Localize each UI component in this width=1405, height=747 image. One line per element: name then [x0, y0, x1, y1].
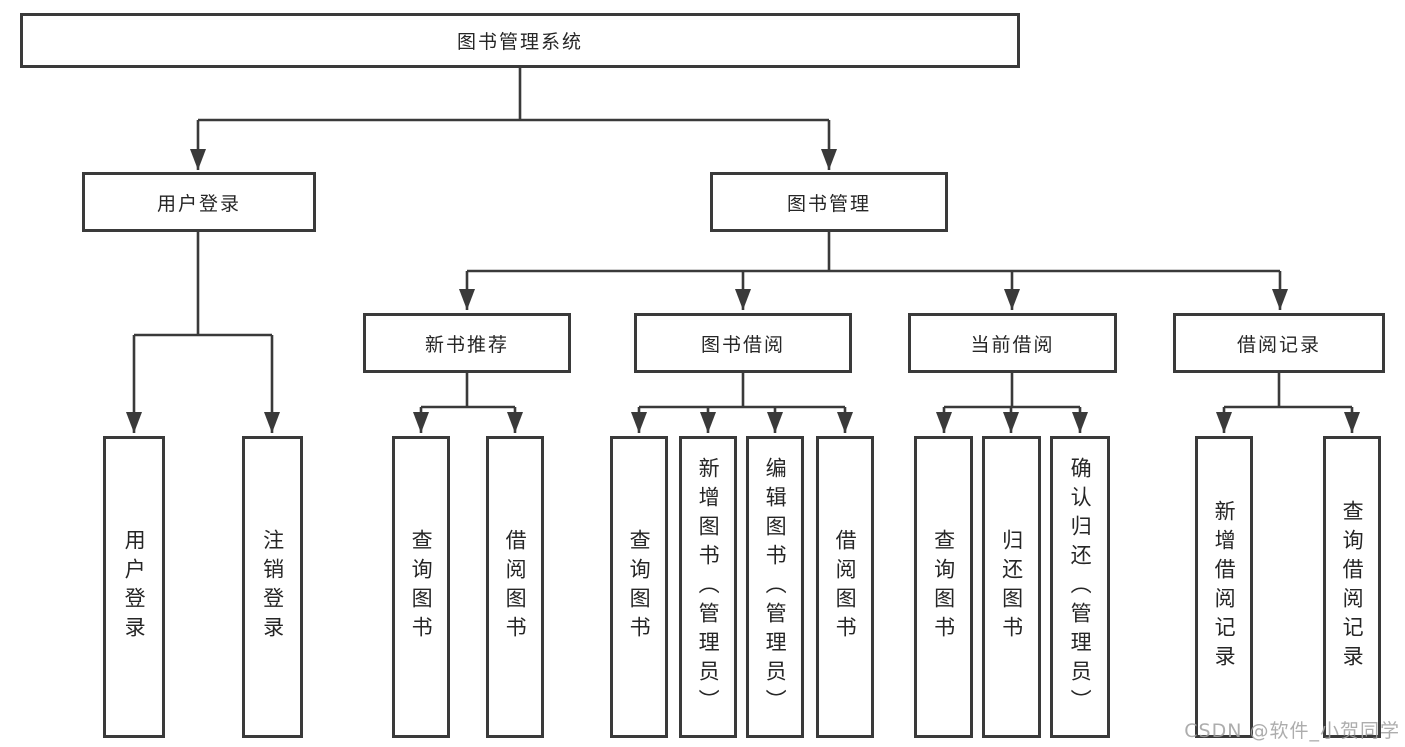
node-user-login-module: 用户登录 — [82, 172, 316, 232]
node-leaf-user-login: 用户登录 — [103, 436, 165, 738]
node-leaf-borrow-books-1: 借阅图书 — [486, 436, 544, 738]
node-leaf-query-books-1: 查询图书 — [392, 436, 450, 738]
node-leaf-query-books-2: 查询图书 — [610, 436, 668, 738]
node-label: 图书借阅 — [700, 333, 785, 356]
node-book-management-module: 图书管理 — [710, 172, 948, 232]
csdn-watermark: CSDN @软件_小贺同学 — [1184, 720, 1400, 742]
node-label: 查询图书 — [931, 529, 956, 645]
node-label: 查询借阅记录 — [1340, 500, 1365, 674]
node-label: 查询图书 — [409, 529, 434, 645]
node-library-management-system: 图书管理系统 — [20, 13, 1020, 68]
node-leaf-add-borrow-record: 新增借阅记录 — [1195, 436, 1253, 738]
node-label: 借阅图书 — [503, 529, 528, 645]
node-label: 归还图书 — [999, 529, 1024, 645]
node-label: 新书推荐 — [424, 333, 509, 356]
node-book-borrowing: 图书借阅 — [634, 313, 852, 373]
node-label: 注销登录 — [260, 529, 285, 645]
node-label: 当前借阅 — [970, 333, 1055, 356]
node-label: 查询图书 — [627, 529, 652, 645]
node-label: 确认归还（管理员） — [1068, 456, 1093, 718]
node-leaf-confirm-return-admin: 确认归还（管理员） — [1050, 436, 1110, 738]
node-label: 用户登录 — [122, 529, 147, 645]
node-label: 编辑图书（管理员） — [763, 456, 788, 718]
node-leaf-query-borrow-record: 查询借阅记录 — [1323, 436, 1381, 738]
node-label: 新增图书（管理员） — [696, 456, 721, 718]
node-label: 借阅记录 — [1236, 333, 1321, 356]
node-current-borrowing: 当前借阅 — [908, 313, 1117, 373]
node-label: 图书管理 — [786, 192, 871, 215]
node-leaf-add-books-admin: 新增图书（管理员） — [679, 436, 737, 738]
node-leaf-borrow-books-2: 借阅图书 — [816, 436, 874, 738]
node-label: 新增借阅记录 — [1212, 500, 1237, 674]
node-leaf-edit-books-admin: 编辑图书（管理员） — [746, 436, 804, 738]
node-new-book-recommendation: 新书推荐 — [363, 313, 571, 373]
node-leaf-return-books: 归还图书 — [982, 436, 1041, 738]
node-label: 用户登录 — [156, 192, 241, 215]
node-leaf-query-books-3: 查询图书 — [914, 436, 973, 738]
node-borrowing-records: 借阅记录 — [1173, 313, 1385, 373]
node-leaf-logout: 注销登录 — [242, 436, 303, 738]
node-label: 借阅图书 — [833, 529, 858, 645]
node-label: 图书管理系统 — [456, 31, 583, 53]
